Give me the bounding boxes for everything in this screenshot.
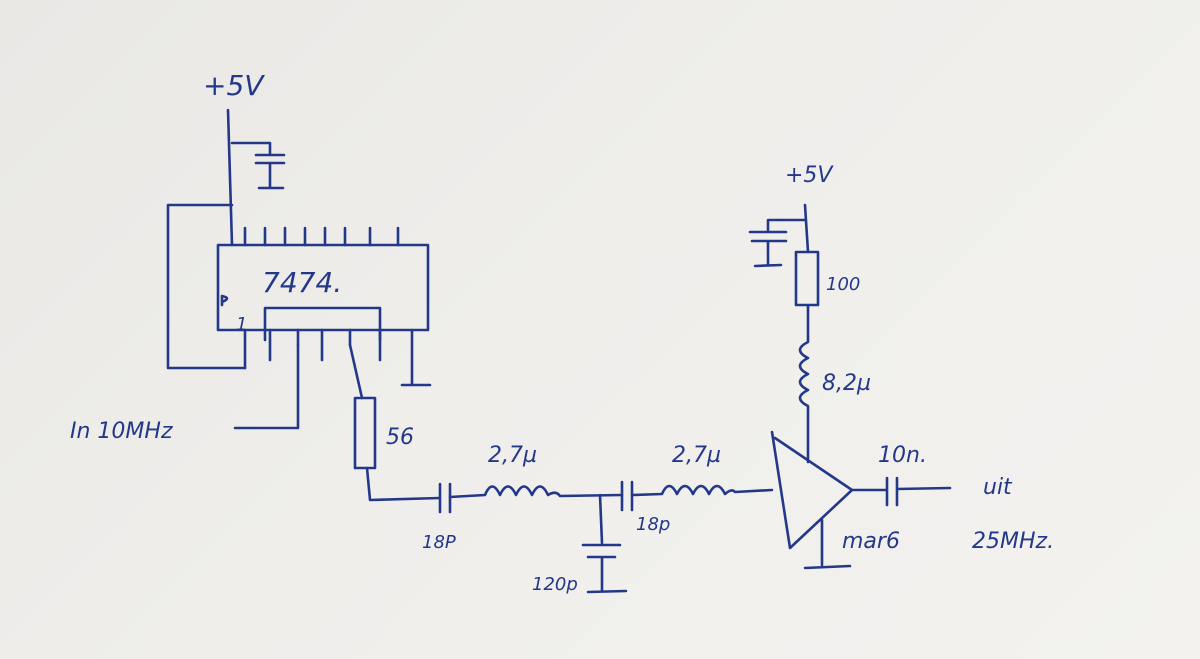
output-frequency-label: 25MHz. xyxy=(972,529,1054,554)
supply-left-label: +5V xyxy=(203,69,265,102)
input-label: In 10MHz xyxy=(70,419,173,444)
inductor-choke-label: 8,2µ xyxy=(822,371,871,396)
capacitor-120p-icon xyxy=(581,493,628,594)
inductor-2u7-1-icon xyxy=(448,485,624,499)
resistor-56-icon xyxy=(353,396,377,470)
inductor-2-label: 2,7µ xyxy=(672,443,721,468)
capacitor-10n-icon xyxy=(850,476,952,507)
resistor-56-label: 56 xyxy=(386,425,414,450)
ic-name-label: 7474. xyxy=(262,266,342,299)
supply-right-label: +5V xyxy=(785,163,834,188)
output-label: uit xyxy=(983,475,1013,500)
resistor-100-icon xyxy=(794,250,820,307)
amplifier-label: mar6 xyxy=(842,529,900,554)
decoupling-capacitor-right-icon xyxy=(748,218,807,268)
left-supply: +5V xyxy=(203,69,286,247)
feedback-wire xyxy=(166,203,247,370)
inductor-2u7-2-icon xyxy=(630,484,774,497)
capacitor-18p-1-icon xyxy=(438,482,452,514)
cap-120p-label: 120p xyxy=(532,574,578,595)
cap-18p-1-label: 18P xyxy=(422,532,456,553)
cap-10n-label: 10n. xyxy=(878,443,927,468)
decoupling-capacitor-ground-icon xyxy=(230,141,286,190)
amplifier-triangle-icon xyxy=(770,430,854,550)
capacitor-18p-2-icon xyxy=(620,480,634,512)
ic-7474: 7474. 1 xyxy=(166,203,432,387)
ic-pin1-label: 1 xyxy=(236,314,247,335)
cap-18p-2-label: 18p xyxy=(636,514,670,535)
resistor-100-label: 100 xyxy=(826,274,860,295)
inductor-1-label: 2,7µ xyxy=(488,443,537,468)
inductor-8u2-icon xyxy=(798,303,810,464)
